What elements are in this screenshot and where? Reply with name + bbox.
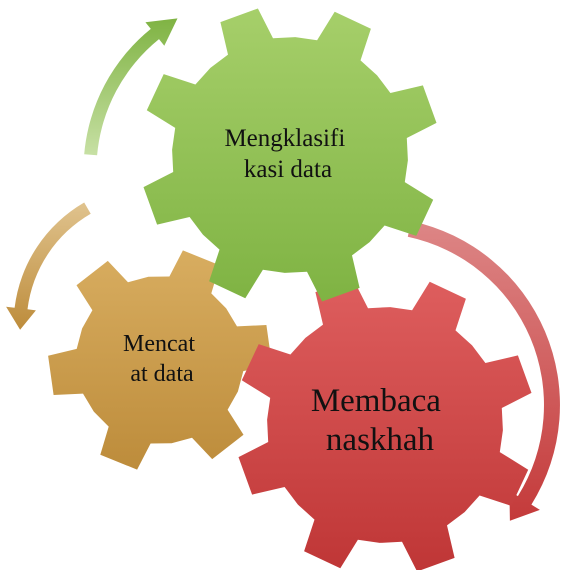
red-gear-label-line-2: naskhah — [326, 422, 435, 458]
gold-gear — [48, 250, 272, 470]
gears-layer — [48, 8, 532, 570]
green-cycle-arrow — [84, 18, 178, 156]
gold-gear-label-line-1: Mencat — [123, 331, 195, 357]
red-gear-label-line-1: Membaca — [311, 383, 441, 419]
labels-layer: Mengklasifi kasi data Mencat at data Mem… — [123, 125, 449, 458]
gold-gear-label: Mencat at data — [123, 331, 201, 387]
red-cycle-arrow — [407, 221, 560, 521]
green-gear-label-line-1: Mengklasifi — [224, 125, 345, 152]
gold-cycle-arrow — [6, 202, 91, 330]
green-gear-label: Mengklasifi kasi data — [224, 125, 351, 183]
red-gear — [238, 278, 532, 570]
green-gear-label-line-2: kasi data — [244, 156, 332, 183]
red-gear-label: Membaca naskhah — [311, 383, 449, 458]
gold-gear-label-line-2: at data — [130, 361, 194, 387]
green-gear — [143, 8, 437, 302]
arrows-layer — [6, 18, 560, 521]
